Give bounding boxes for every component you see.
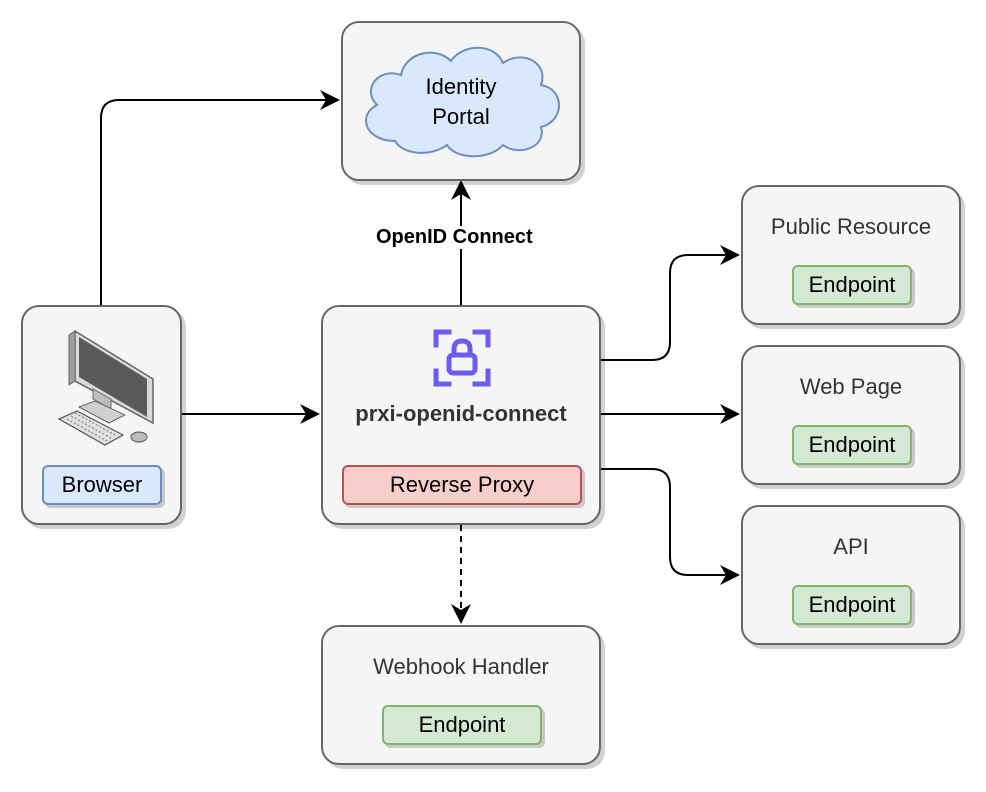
reverse-proxy-label: Reverse Proxy [342,465,582,505]
edge-browser-identity [100,90,340,305]
endpoint-label: Endpoint [792,425,912,465]
identity-portal-title: Identity Portal [425,74,497,129]
service-title: Web Page [799,374,903,399]
endpoint-label: Endpoint [792,265,912,305]
service-title: API [833,534,869,559]
edge-proxy-public-resource [601,245,740,361]
desktop-computer-icon [57,329,154,446]
edge-proxy-api [601,468,740,585]
openid-connect-label: OpenID Connect [372,226,537,249]
webhook-handler-card: Webhook Handler Endpoint [321,625,601,765]
service-card-public-resource: Public Resource Endpoint [741,185,961,325]
identity-portal-card: Identity Portal [341,21,581,181]
service-title: Public Resource [770,214,932,239]
browser-card: Browser [21,305,182,525]
endpoint-label: Endpoint [792,585,912,625]
endpoint-label: Endpoint [382,705,542,745]
proxy-card: prxi-openid-connect Reverse Proxy [321,305,601,525]
service-card-web-page: Web Page Endpoint [741,345,961,485]
lock-icon [433,329,491,387]
cloud-shape [365,46,560,158]
service-card-api: API Endpoint [741,505,961,645]
browser-label: Browser [42,465,162,505]
proxy-title: prxi-openid-connect [355,401,567,426]
webhook-title: Webhook Handler [373,654,549,679]
